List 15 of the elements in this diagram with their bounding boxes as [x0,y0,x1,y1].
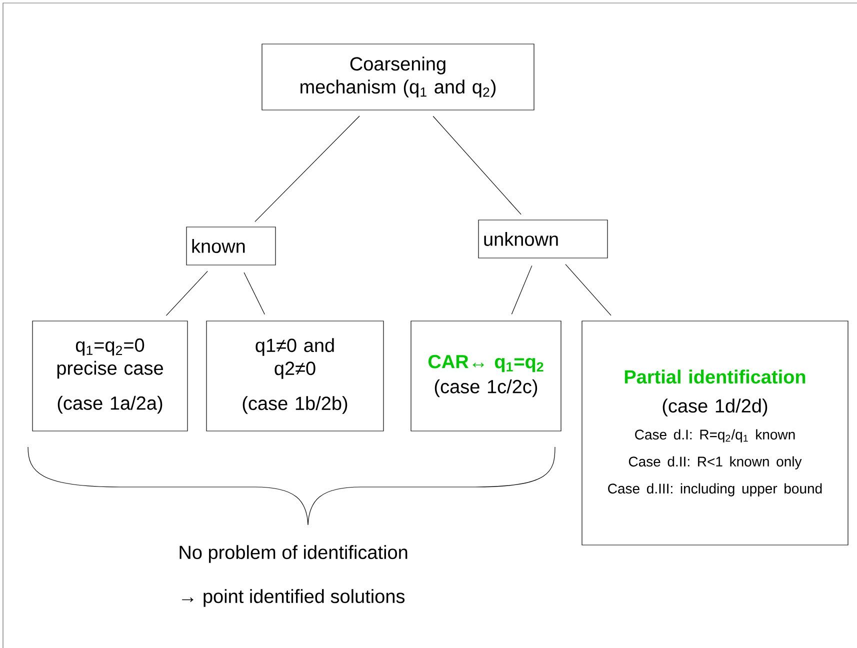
connector-line [244,272,265,315]
box-node: known [186,226,276,266]
connector-line [166,270,208,316]
box-node: q1≠0 and q2≠0 (case 1b/2b) [206,320,384,432]
connector-line [511,265,532,315]
box-node: Partial identification (case 1d/2d) Case d.I: R=q$_{2}$/q$_{1}$ known Case d.II: R<1 known only Case d.III: including upper bound [582,320,848,546]
box-node: CAR↔ q$_{1}$=q$_{2}$ (case 1c/2c) [410,320,562,432]
connector-line [565,264,612,316]
box-node: unknown [478,220,608,258]
box-node: Coarsening mechanism (q$_{1}$ and q$_{2}$) [262,44,534,110]
note-text: → point identified solutions [182,589,405,607]
connector-line [254,116,360,222]
box-node: q$_{1}$=q$_{2}$=0 precise case (case 1a/2a) [32,320,188,432]
connector-line [432,116,522,215]
note-text: No problem of identification [180,545,408,563]
